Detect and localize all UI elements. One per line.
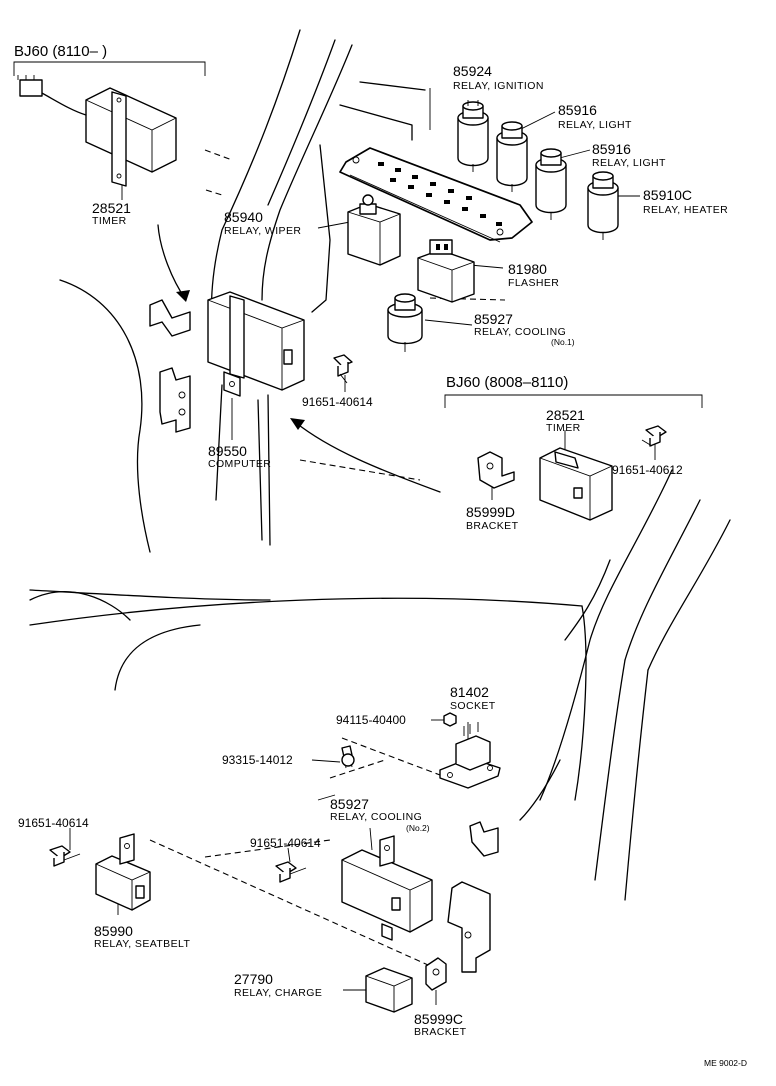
screw-93315-number: 93315-14012 <box>222 753 293 767</box>
bolt-40614-a-icon <box>333 354 353 384</box>
relay-wiper-icon <box>347 194 401 266</box>
timer-arrow <box>157 224 187 301</box>
relay-seatbelt-icon <box>95 833 151 911</box>
nut-94115-number: 94115-40400 <box>336 713 406 727</box>
relay-ignition-number: 85924 <box>453 63 492 79</box>
relay-cooling-2-number: 85927 <box>330 796 369 812</box>
timer-early-icon <box>539 447 613 521</box>
relay-cooling-1-label: RELAY, COOLING <box>474 326 566 338</box>
relay-wiper-label: RELAY, WIPER <box>224 225 301 237</box>
timer-early-label: TIMER <box>546 422 581 434</box>
relay-light-2-number: 85916 <box>592 141 631 157</box>
bracket-c-icon <box>425 957 447 991</box>
nut-94115-icon <box>443 712 457 727</box>
small-brackets-left <box>149 299 191 433</box>
bolt-40612-number: 91651-40612 <box>612 463 683 477</box>
relay-light-2-label: RELAY, LIGHT <box>592 157 666 169</box>
bj60-early-bracket <box>444 394 703 408</box>
flasher-label: FLASHER <box>508 277 559 289</box>
relay-heater-label: RELAY, HEATER <box>643 204 728 216</box>
relay-cooling-2-label: RELAY, COOLING <box>330 811 422 823</box>
relay-cooling-1-number: 85927 <box>474 311 513 327</box>
relay-cooling-2-sub: (No.2) <box>406 823 430 833</box>
flasher-number: 81980 <box>508 261 547 277</box>
figure-code: ME 9002-D <box>704 1058 747 1068</box>
relay-cooling-1-icon <box>387 293 423 352</box>
relay-light-1-icon <box>496 121 528 192</box>
relay-light-1-number: 85916 <box>558 102 597 118</box>
flasher-icon <box>417 239 475 303</box>
bracket-c-number: 85999C <box>414 1011 463 1027</box>
relay-seatbelt-label: RELAY, SEATBELT <box>94 938 190 950</box>
timer-top-label: TIMER <box>92 215 127 227</box>
relay-ignition-label: RELAY, IGNITION <box>453 80 544 92</box>
bolt-40612-icon <box>641 425 667 447</box>
timer-arrow-head <box>176 290 190 302</box>
timer-top-icon <box>17 75 177 187</box>
screw-93315-icon <box>341 745 355 769</box>
bolt-40614-a-number: 91651-40614 <box>302 395 373 409</box>
socket-label: SOCKET <box>450 700 496 712</box>
bracket-d-icon <box>477 451 515 489</box>
header-bj60-late: BJ60 (8110– ) <box>14 43 107 60</box>
relay-cooling-2-icon <box>341 835 433 941</box>
header-bj60-early: BJ60 (8008–8110) <box>446 374 568 391</box>
early-arrow <box>294 421 441 493</box>
early-arrow-head <box>290 418 305 430</box>
bracket-c-label: BRACKET <box>414 1026 467 1038</box>
relay-light-2-icon <box>535 148 567 220</box>
relay-cooling-1-sub: (No.1) <box>551 337 575 347</box>
relay-plate <box>339 147 533 243</box>
socket-icon <box>439 722 501 789</box>
relay-charge-number: 27790 <box>234 971 273 987</box>
bolt-40614-b-icon <box>49 845 81 867</box>
relay-wiper-number: 85940 <box>224 209 263 225</box>
leader-lines <box>69 88 656 1005</box>
bracket-d-label: BRACKET <box>466 520 519 532</box>
relay-light-1-label: RELAY, LIGHT <box>558 119 632 131</box>
relay-heater-icon <box>587 171 619 240</box>
relay-seatbelt-number: 85990 <box>94 923 133 939</box>
bracket-d-number: 85999D <box>466 504 515 520</box>
relay-charge-icon <box>365 967 413 1013</box>
socket-number: 81402 <box>450 684 489 700</box>
relay-charge-label: RELAY, CHARGE <box>234 987 322 999</box>
bolt-40614-c-icon <box>275 861 307 883</box>
brackets-right <box>447 821 499 973</box>
relay-ignition-icon <box>457 100 489 172</box>
timer-top-number: 28521 <box>92 200 131 216</box>
computer-icon <box>207 291 305 397</box>
bolt-40614-c-number: 91651-40614 <box>250 836 321 850</box>
computer-label: COMPUTER <box>208 458 271 470</box>
computer-number: 89550 <box>208 443 247 459</box>
bolt-40614-b-number: 91651-40614 <box>18 816 89 830</box>
bj60-late-bracket <box>13 61 206 76</box>
relay-heater-number: 85910C <box>643 187 692 203</box>
timer-early-number: 28521 <box>546 407 585 423</box>
